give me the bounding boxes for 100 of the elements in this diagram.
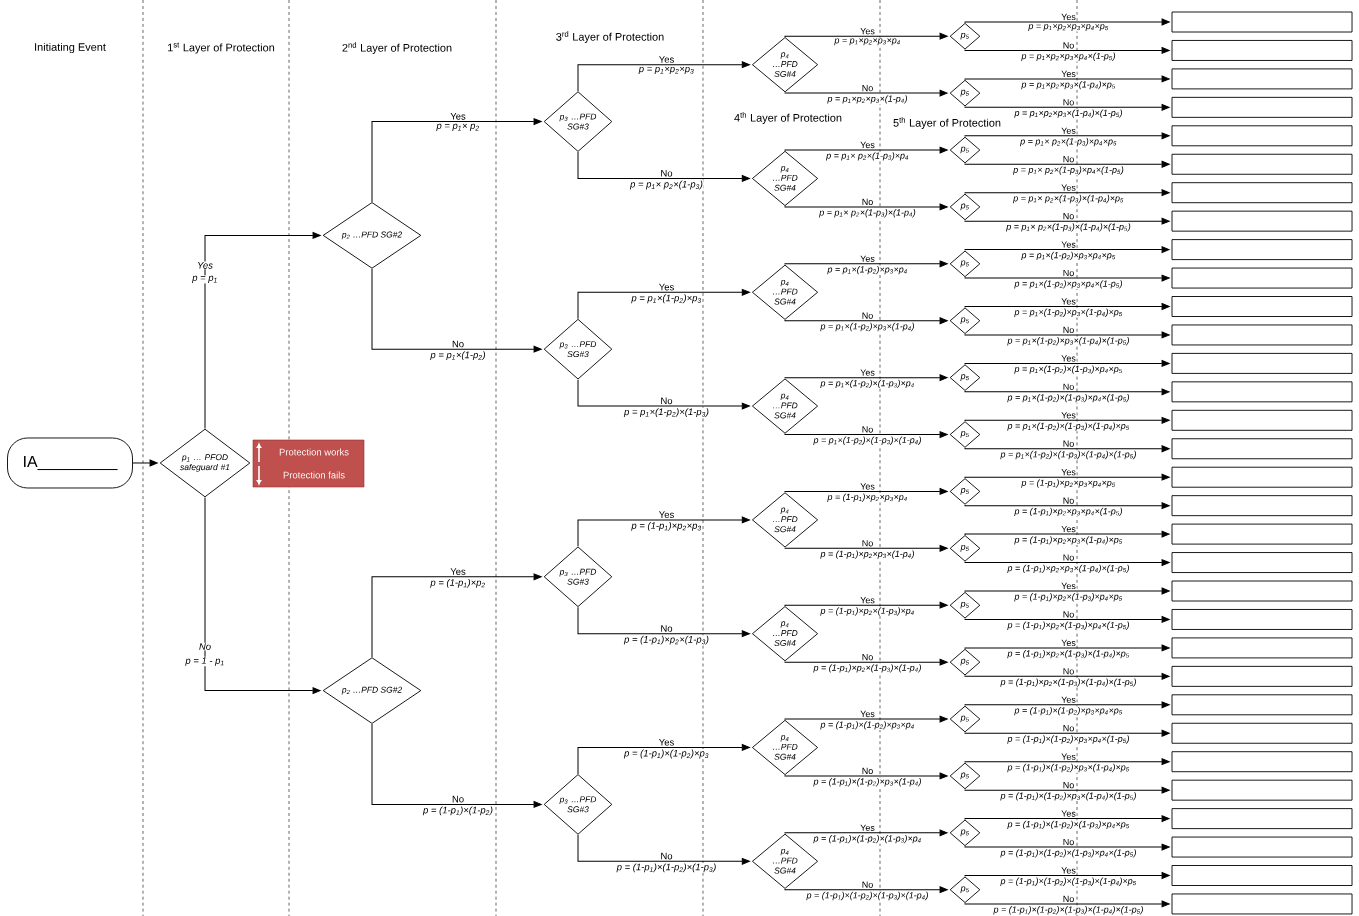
edge-label: Yes [859, 369, 876, 377]
probability-label: p = p$_{1}$×(1-p$_{2}$)×(1-p$_{3}$)×p$_{4}$ [820, 379, 916, 389]
arrow [964, 217, 1170, 225]
edge-label: No [659, 624, 674, 633]
edge-label: Yes [859, 710, 876, 718]
edge-label: Yes [1060, 525, 1077, 533]
probability-label: p = p$_{1}$×p$_{2}$×p$_{3}$×(1-p$_{4}$)×p$_{5}$ [1020, 80, 1117, 90]
probability-label: p = p$_{1}$×p$_{2}$×p$_{3}$ [638, 66, 695, 75]
column-heading: 4$^{th}$ Layer of Protection [733, 111, 843, 125]
arrow [784, 544, 948, 552]
edge-label: Yes [658, 510, 675, 519]
column-heading: 3$^{rd}$ Layer of Protection [554, 30, 666, 44]
edge-label: No [1062, 610, 1075, 619]
probability-label: p = p$_{1}$×p$_{2}$×p$_{3}$×(1-p$_{4}$) [826, 94, 909, 105]
edge-label: Yes [658, 283, 675, 291]
edge-label: No [861, 881, 874, 889]
edge-label: No [1062, 895, 1075, 903]
edge-label: Yes [1060, 184, 1077, 192]
probability-label: p = (1-p$_{1}$)×(1-p$_{2}$) [422, 806, 494, 816]
probability-label: p = (1-p$_{1}$)×(1-p$_{2}$)×(1-p$_{3}$) [616, 862, 717, 873]
edge-label: No [1062, 724, 1075, 732]
arrow [577, 516, 750, 547]
arrow [577, 379, 750, 410]
edge-label: No [659, 169, 674, 178]
edge-label: Yes [1060, 13, 1077, 21]
arrow [371, 268, 542, 353]
probability-label: p = (1-p$_{1}$)×p$_{2}$×p$_{3}$×p$_{4}$×(1-p$_{5}$) [1013, 507, 1124, 517]
edge-label: No [659, 852, 674, 860]
column-heading: 2$^{nd}$ Layer of Protection [340, 41, 454, 55]
arrow [577, 606, 750, 638]
edge-label: No [1062, 781, 1075, 789]
probability-label: p = p$_{1}$× p$_{2}$×(1-p$_{3}$)×(1-p$_{4}$) [818, 208, 917, 218]
outcome-box [1171, 210, 1353, 232]
arrow [964, 303, 1170, 310]
outcome-box [1171, 580, 1353, 602]
outcome-box [1171, 153, 1353, 175]
arrow [784, 601, 948, 609]
probability-label: p = p$_{1}$×(1-p$_{2}$)×(1-p$_{3}$)×(1-p$_{4}$) [813, 436, 922, 446]
edge-label: No [1062, 553, 1075, 562]
probability-label: p = p$_{1}$×(1-p$_{2}$)×p$_{3}$×p$_{4}$ [826, 265, 909, 275]
edge-label: No [451, 340, 465, 348]
edge-label: Yes [859, 27, 876, 35]
edge-label: No [1062, 269, 1075, 277]
edge-label: Yes [859, 596, 876, 604]
probability-label: p = p$_{1}$×(1-p$_{2}$)×(1-p$_{3}$)×p$_{4}$×(1-p$_{5}$) [1007, 393, 1131, 403]
outcome-box [1171, 751, 1353, 773]
probability-label: p = (1-p$_{1}$)×p$_{2}$×(1-p$_{3}$) [623, 635, 710, 646]
probability-label: p = p$_{1}$×p$_{2}$×p$_{3}$×p$_{4}$×(1-p$_{5}$) [1020, 52, 1117, 62]
edge-label: Yes [1060, 127, 1077, 135]
arrow [964, 75, 1170, 83]
edge-label: Yes [196, 261, 214, 270]
arrow [204, 496, 321, 694]
probability-label: p = (1-p$_{1}$)×p$_{2}$×(1-p$_{3}$)×(1-p$_{4}$) [813, 663, 922, 674]
probability-label: p = 1 - p$_{1}$ [184, 656, 226, 667]
arrow [371, 723, 542, 808]
edge-label: No [861, 653, 874, 661]
edge-label: Yes [859, 482, 876, 491]
probability-label: p = (1-p$_{1}$)×p$_{2}$×(1-p$_{3}$)×(1-p$_{4}$)×(1-p$_{5}$) [1000, 677, 1137, 688]
probability-label: p = p$_{1}$× p$_{2}$×(1-p$_{3}$)×(1-p$_{4}$)×(1-p$_{5}$) [1005, 222, 1132, 233]
arrow [964, 900, 1170, 908]
edge-label: No [1062, 440, 1075, 448]
arrow [964, 388, 1170, 396]
probability-label: p = p$_{1}$×(1-p$_{2}$)×p$_{3}$×(1-p$_{4}$)×(1-p$_{5}$) [1007, 336, 1131, 346]
probability-label: p = p$_{1}$× p$_{2}$×(1-p$_{3}$)×p$_{4}$×(1-p$_{5}$) [1012, 165, 1125, 176]
arrow [964, 502, 1170, 510]
outcome-box [1171, 865, 1353, 886]
probability-label: p = p$_{1}$ [191, 275, 219, 284]
outcome-box [1171, 68, 1353, 90]
arrow [784, 32, 948, 40]
edge-label: No [861, 198, 874, 206]
arrow [784, 488, 948, 495]
outcome-box [1171, 267, 1353, 289]
edge-label: Yes [658, 55, 675, 64]
edge-label: Yes [859, 824, 876, 832]
probability-label: p = p$_{1}$× p$_{2}$×(1-p$_{3}$)×p$_{4}$ [825, 151, 910, 161]
legend-text: Protection fails [283, 471, 345, 479]
edge-label: Yes [1060, 354, 1077, 362]
probability-label: p = p$_{1}$×(1-p$_{2}$) [429, 350, 487, 361]
probability-label: p = p$_{1}$× p$_{2}$×(1-p$_{3}$)×p$_{4}$×p$_{5}$ [1019, 137, 1118, 147]
arrow [964, 815, 1170, 822]
probability-label: p = (1-p$_{1}$)×p$_{2}$×p$_{3}$×(1-p$_{4}$)×p$_{5}$ [1013, 535, 1124, 546]
arrow [784, 146, 948, 154]
edge-label: No [861, 767, 874, 775]
column-heading: 1$^{st}$ Layer of Protection [166, 41, 276, 55]
arrow [204, 232, 321, 430]
edge-label: No [198, 642, 212, 651]
probability-label: p = (1-p$_{1}$)×p$_{2}$×p$_{3}$×(1-p$_{4}$)×(1-p$_{5}$) [1007, 564, 1131, 574]
edge-label: No [659, 397, 674, 405]
probability-label: p = p$_{1}$× p$_{2}$×(1-p$_{3}$) [629, 180, 704, 190]
probability-label: p = p$_{1}$×p$_{2}$×p$_{3}$×p$_{4}$×p$_{5}$ [1027, 23, 1110, 32]
edge-label: Yes [1060, 468, 1077, 476]
arrow [964, 416, 1170, 424]
edge-label: Yes [1060, 639, 1077, 647]
arrow [964, 672, 1170, 680]
arrow [784, 203, 948, 211]
probability-label: p = (1-p$_{1}$)×(1-p$_{2}$)×p$_{3}$×(1-p$_{4}$)×(1-p$_{5}$) [1000, 791, 1137, 802]
edge-label: Yes [1060, 240, 1077, 249]
arrow [964, 729, 1170, 737]
edge-label: No [1062, 838, 1075, 846]
outcome-box [1171, 495, 1353, 517]
